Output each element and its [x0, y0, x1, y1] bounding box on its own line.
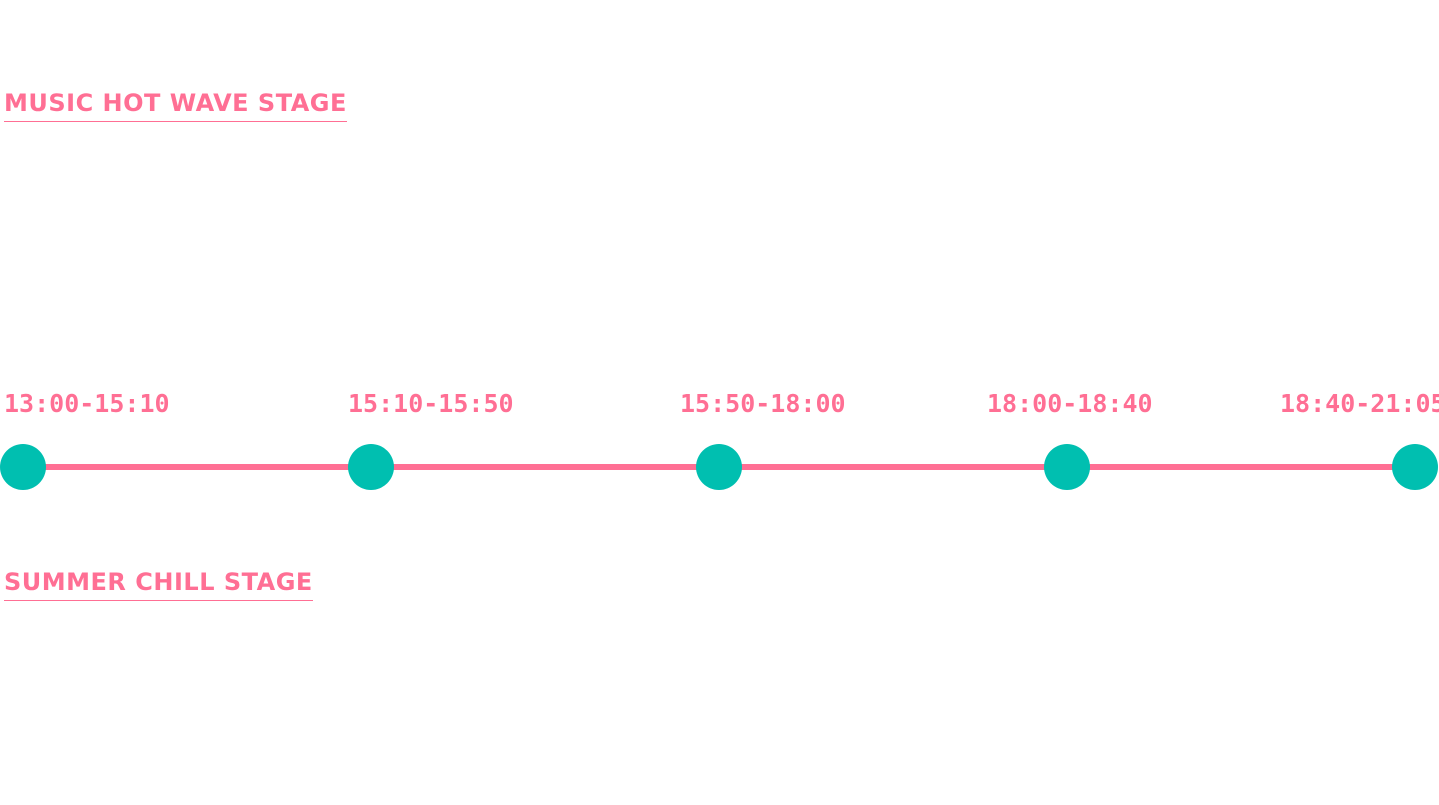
- time-slot-label: 18:40-21:05: [1280, 389, 1439, 418]
- time-slot-label: 15:50-18:00: [680, 389, 846, 418]
- time-slot-label: 15:10-15:50: [348, 389, 514, 418]
- time-slot-label: 18:00-18:40: [987, 389, 1153, 418]
- timeline-dot-3[interactable]: [696, 444, 742, 490]
- time-slot-label: 13:00-15:10: [4, 389, 170, 418]
- stage-title-summer-chill: SUMMER CHILL STAGE: [4, 568, 313, 601]
- timeline-dot-1[interactable]: [0, 444, 46, 490]
- timeline-dot-2[interactable]: [348, 444, 394, 490]
- stage-title-music-hot-wave: MUSIC HOT WAVE STAGE: [4, 89, 347, 122]
- timeline-dot-4[interactable]: [1044, 444, 1090, 490]
- timeline-dot-5[interactable]: [1392, 444, 1438, 490]
